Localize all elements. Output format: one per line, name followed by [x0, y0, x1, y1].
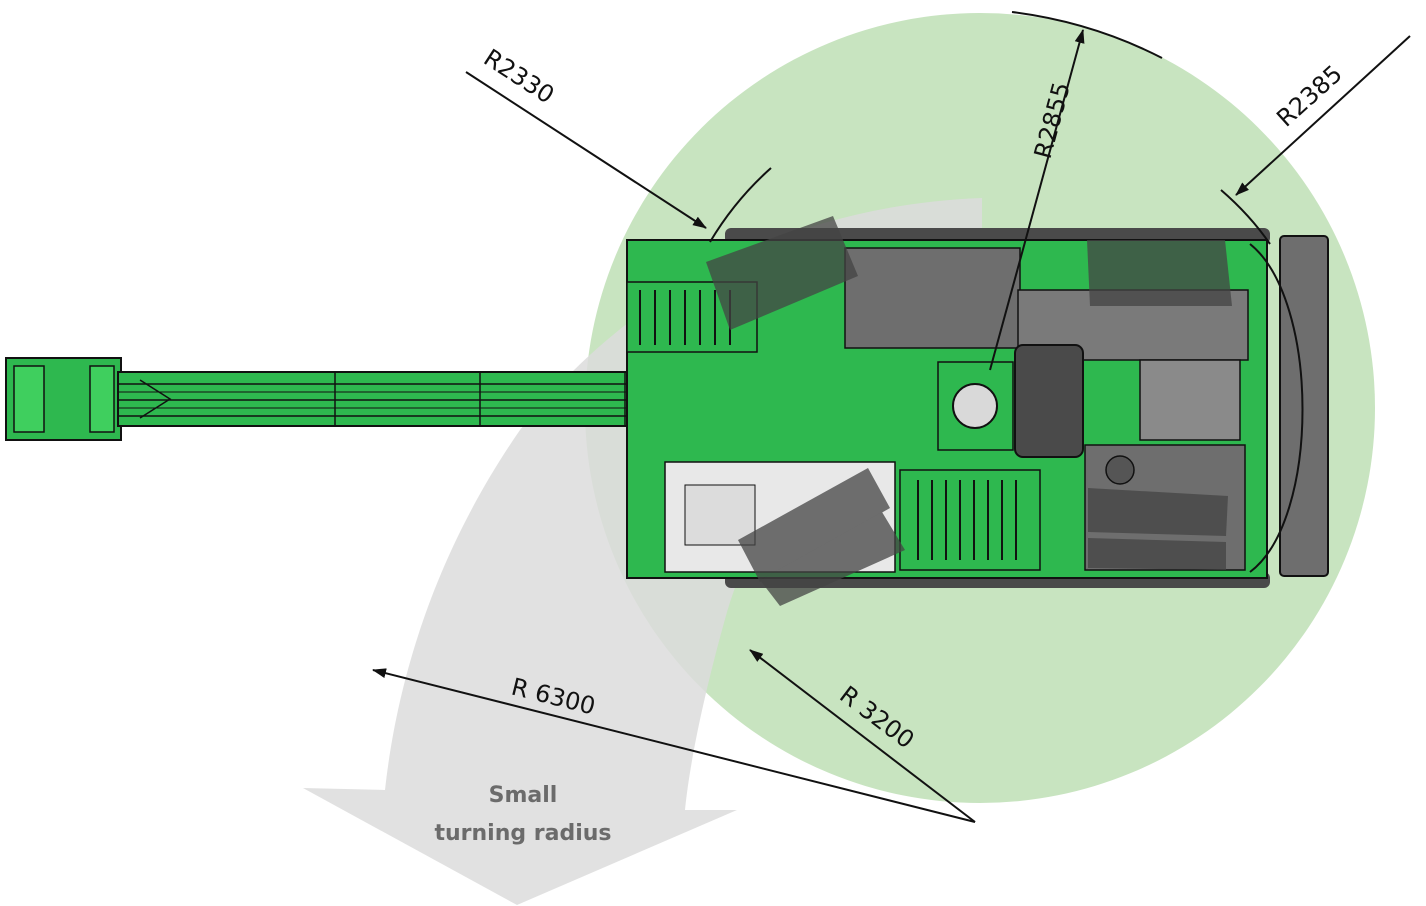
r2385-label: R2385 — [1271, 60, 1348, 133]
r2330-label: R2330 — [479, 44, 559, 110]
r2855-leader — [989, 29, 1085, 371]
engine-cover — [1014, 344, 1084, 458]
r6300-leader — [372, 668, 976, 823]
slewing-ring — [937, 361, 1014, 451]
r2855-arc — [1011, 11, 1163, 59]
upper-deck-panel — [844, 247, 1021, 349]
r2385-arc — [1220, 189, 1271, 245]
r2330-leader — [465, 71, 707, 229]
r2385-leader — [1235, 35, 1411, 196]
arrow-caption-line1: Small — [489, 783, 558, 808]
arrow-caption-line2: turning radius — [434, 821, 611, 846]
r3200-leader — [749, 649, 976, 823]
counterweight — [1279, 235, 1329, 577]
ladder — [899, 469, 1041, 571]
r2330-arc — [709, 167, 772, 243]
cooler-panel — [1139, 359, 1241, 441]
fan — [1105, 455, 1135, 485]
machine-top-view — [5, 216, 1329, 606]
